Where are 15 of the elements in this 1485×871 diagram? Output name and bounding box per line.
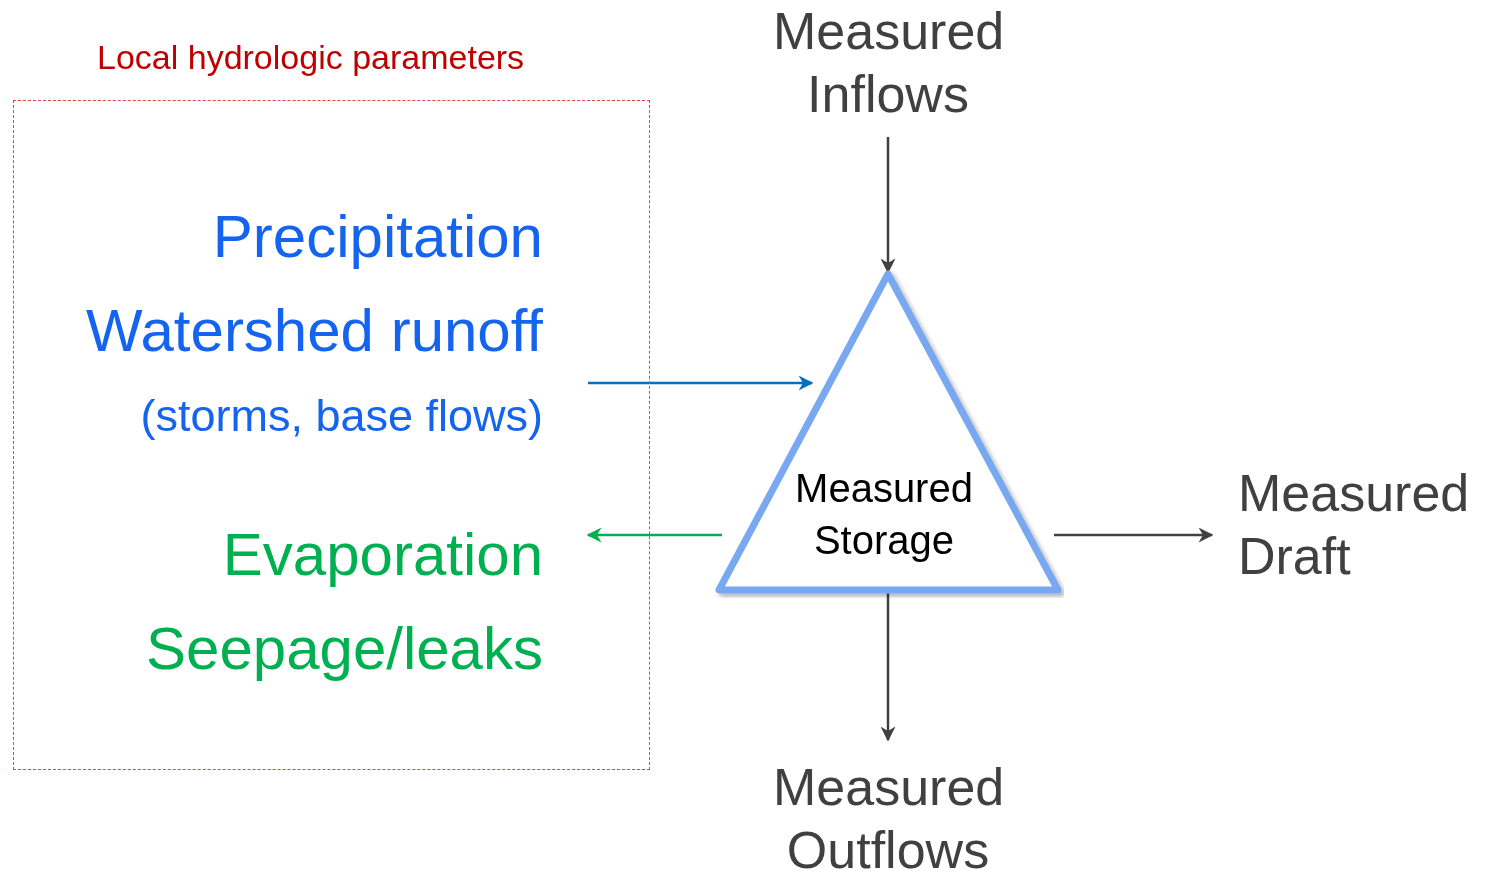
arrow xyxy=(1054,527,1214,543)
flow-label: (storms, base flows) xyxy=(139,389,543,443)
flow-label: Measured Outflows xyxy=(773,757,1003,871)
flow-label: Watershed runoff xyxy=(85,296,543,366)
arrow xyxy=(880,137,896,274)
arrow xyxy=(586,527,722,543)
flow-label: Measured Inflows xyxy=(773,1,1003,125)
flow-label: Seepage/leaks xyxy=(145,614,543,684)
flow-label: Precipitation xyxy=(211,202,543,272)
arrow xyxy=(588,375,814,391)
arrow xyxy=(880,592,896,742)
flow-label: Evaporation xyxy=(221,520,543,590)
storage-label: Measured Storage xyxy=(794,465,974,564)
flow-label: Measured Draft xyxy=(1238,463,1471,587)
group-heading: Local hydrologic parameters xyxy=(97,38,525,77)
